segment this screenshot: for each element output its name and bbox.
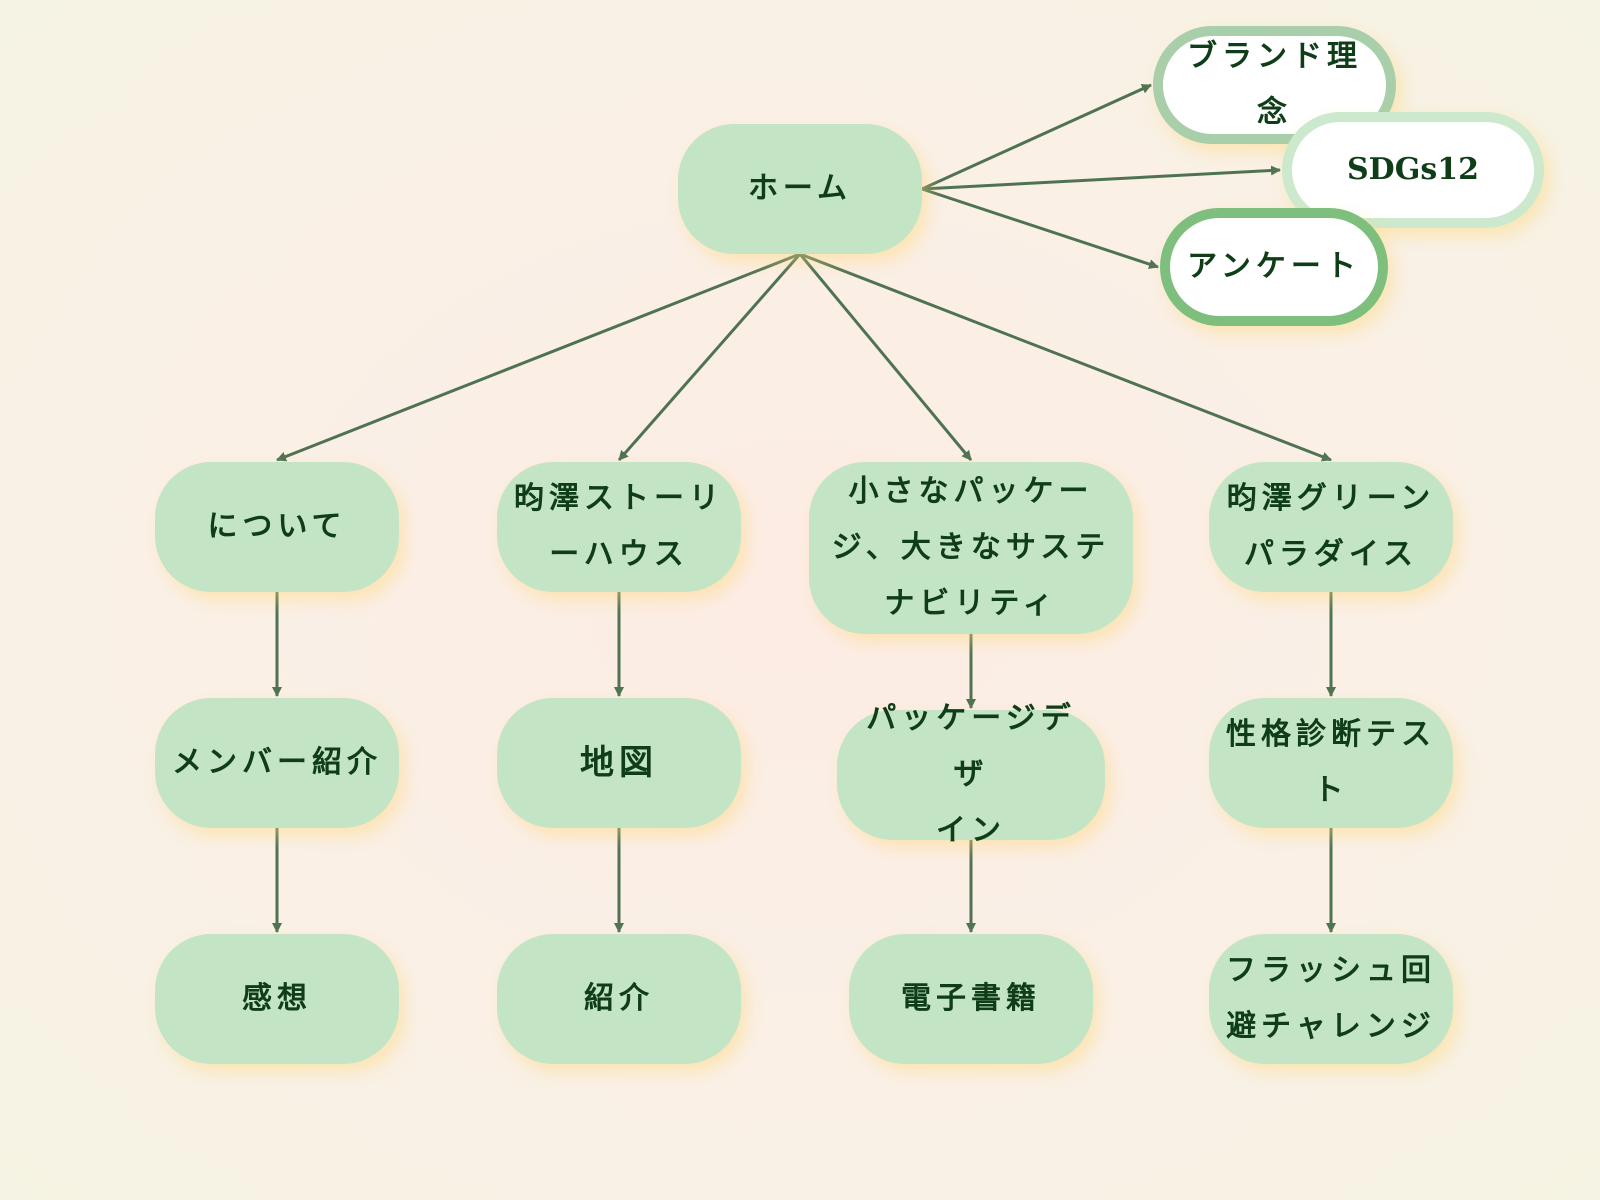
node-label: SDGs12 [1347, 152, 1479, 187]
node-label: 地図 [580, 743, 658, 783]
node-label: ブランド理念 [1187, 39, 1362, 130]
node-ebook: 電子書籍 [849, 934, 1093, 1064]
node-small-package-sustainability: 小さなパッケー ジ、大きなサステ ナビリティ [809, 462, 1133, 634]
node-label-line-3: ナビリティ [884, 586, 1058, 621]
node-label: アンケート [1187, 249, 1361, 284]
node-flash-dodge-challenge: フラッシュ回 避チャレンジ [1209, 934, 1453, 1064]
node-label-line-1: 小さなパッケー [848, 474, 1094, 509]
node-label: 感想 [242, 981, 312, 1016]
node-label-line-2: ーハウス [549, 537, 689, 572]
node-label: について [207, 509, 347, 544]
node-story-house: 昀澤ストーリ ーハウス [497, 462, 741, 592]
node-label-line-2: ト [1313, 773, 1349, 808]
node-impressions: 感想 [155, 934, 399, 1064]
edge-home-to-story [617, 253, 802, 461]
node-label: 紹介 [584, 981, 654, 1016]
node-label: メンバー紹介 [172, 745, 382, 780]
node-label: ホーム [747, 171, 853, 206]
edge-home-to-pack [798, 253, 973, 461]
edge-home-to-survey [921, 187, 1159, 269]
node-brand-philosophy: ブランド理念 [1153, 26, 1396, 144]
node-map: 地図 [497, 698, 741, 828]
node-member-intro: メンバー紹介 [155, 698, 399, 828]
edge-home-to-paradise [799, 252, 1332, 462]
node-personality-test: 性格診断テス ト [1209, 698, 1453, 828]
node-label-line-1: パッケージデザ [866, 701, 1076, 792]
node-label-line-2: イン [936, 813, 1006, 848]
edge-home-to-about [276, 252, 801, 462]
node-package-design: パッケージデザ イン [837, 701, 1105, 848]
node-label-line-1: 昀澤グリーン [1226, 481, 1436, 516]
node-label-line-2: ジ、大きなサステ [831, 530, 1111, 565]
node-about: について [155, 462, 399, 592]
edge-home-to-brand [921, 83, 1152, 191]
edge-home-to-sdgs [921, 165, 1281, 191]
node-survey: アンケート [1160, 208, 1388, 326]
node-label-line-2: パラダイス [1243, 537, 1419, 572]
node-label-line-1: 性格診断テス [1226, 717, 1436, 752]
node-home: ホーム [678, 124, 922, 254]
node-label-line-2: 避チャレンジ [1226, 1009, 1436, 1044]
node-label-line-1: 昀澤ストーリ [514, 481, 724, 516]
node-green-paradise: 昀澤グリーン パラダイス [1209, 462, 1453, 592]
node-label: 電子書籍 [901, 981, 1041, 1016]
node-label-line-1: フラッシュ回 [1226, 953, 1436, 988]
node-introduction: 紹介 [497, 934, 741, 1064]
